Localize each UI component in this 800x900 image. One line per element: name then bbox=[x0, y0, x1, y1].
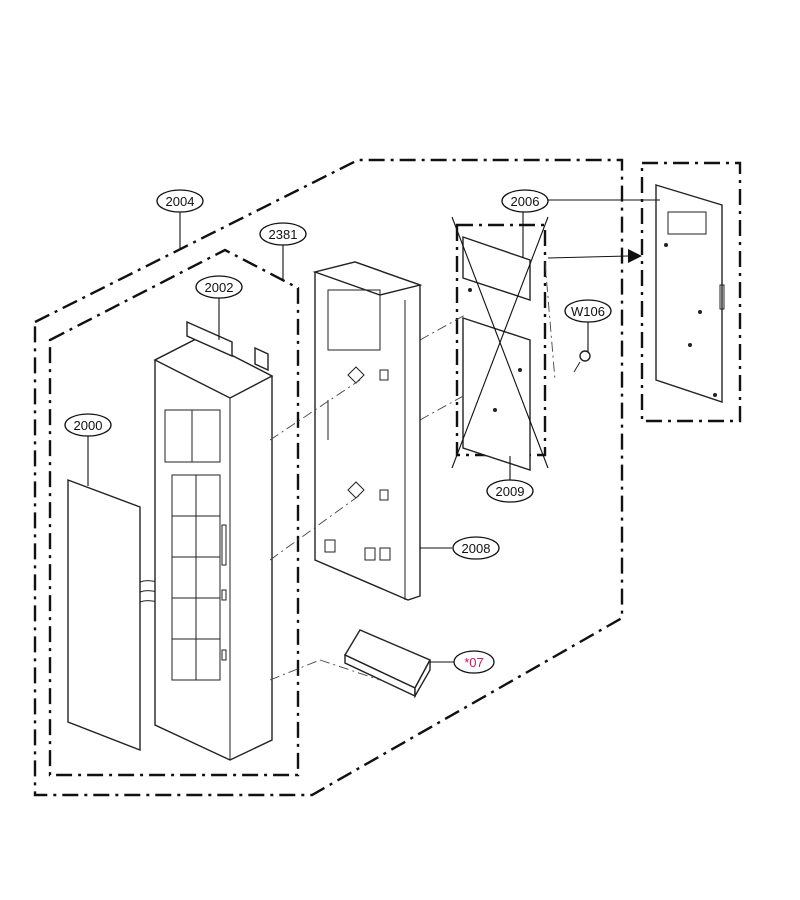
group-outline-2009 bbox=[455, 223, 547, 457]
part-2000-membrane bbox=[67, 478, 171, 752]
assembly-guide-lines bbox=[269, 314, 466, 681]
callout-2002-text: 2002 bbox=[205, 280, 234, 295]
callout-2004-text: 2004 bbox=[166, 194, 195, 209]
callout-w106-text: W106 bbox=[571, 304, 605, 319]
callout-07: *07 bbox=[453, 650, 495, 674]
group-outline-replacement-pcb bbox=[640, 161, 742, 423]
part-2002-front-panel bbox=[153, 320, 274, 761]
callout-2004: 2004 bbox=[156, 189, 204, 213]
callout-2381: 2381 bbox=[259, 222, 307, 246]
callout-w106: W106 bbox=[564, 299, 612, 323]
callout-2009: 2009 bbox=[486, 479, 534, 503]
part-07-cap bbox=[344, 629, 431, 699]
group-outline-2004 bbox=[33, 158, 624, 797]
callout-2008: 2008 bbox=[452, 536, 500, 560]
part-2006-pcb-assembly bbox=[451, 216, 556, 471]
replacement-arrow bbox=[547, 249, 642, 263]
callout-2000-text: 2000 bbox=[74, 418, 103, 433]
part-w106-screw bbox=[573, 350, 591, 373]
callout-2009-text: 2009 bbox=[496, 484, 525, 499]
callout-2008-text: 2008 bbox=[462, 541, 491, 556]
part-2008-bracket-frame bbox=[312, 261, 423, 601]
callout-2002: 2002 bbox=[195, 275, 243, 299]
callout-2381-text: 2381 bbox=[269, 227, 298, 242]
part-replacement-pcb bbox=[655, 184, 725, 403]
callout-2006-text: 2006 bbox=[511, 194, 540, 209]
callout-2000: 2000 bbox=[64, 413, 112, 437]
group-outline-2381 bbox=[48, 248, 300, 777]
callout-07-text: *07 bbox=[464, 655, 484, 670]
leader-lines bbox=[87, 199, 660, 663]
callout-2006: 2006 bbox=[501, 189, 549, 213]
